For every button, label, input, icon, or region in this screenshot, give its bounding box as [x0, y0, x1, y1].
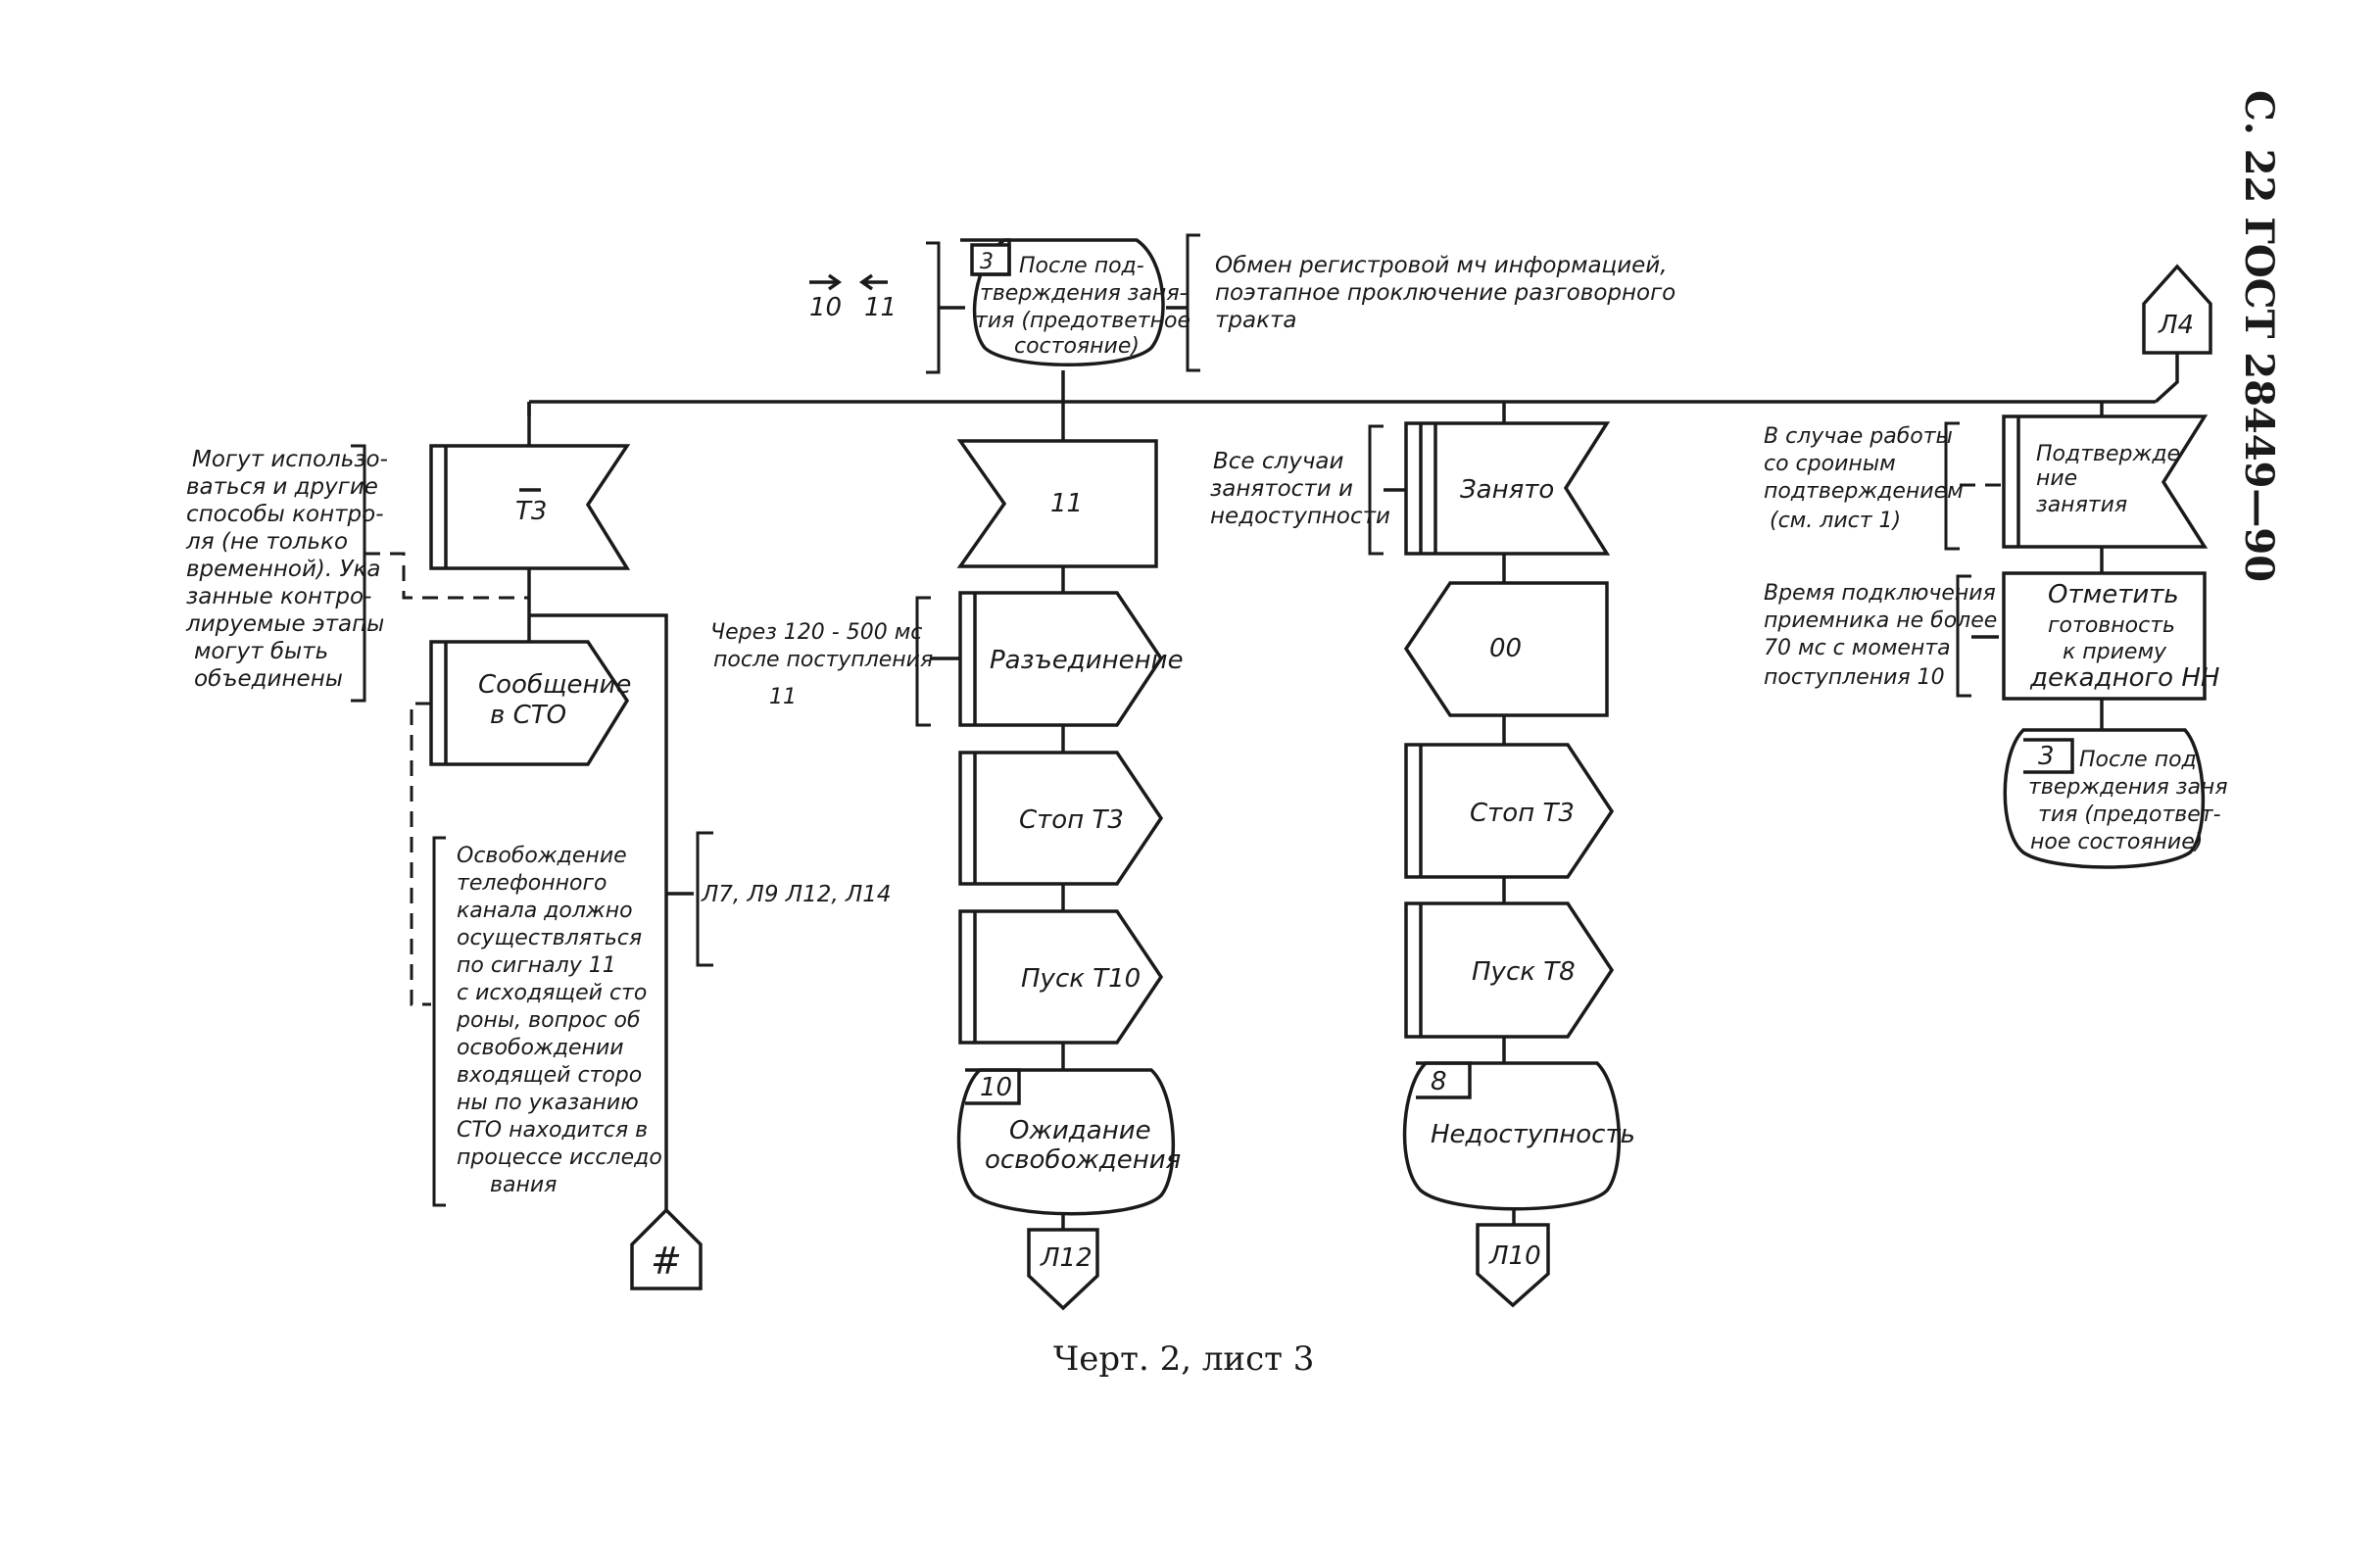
col2-comment-3: 11 [769, 685, 797, 709]
col4-comment-task-4: поступления 10 [1764, 665, 1945, 690]
top-comment-line-3: тракта [1215, 308, 1296, 333]
column-4: В случае работы со сроиным подтверждение… [1764, 402, 2228, 869]
col1-comment-left-4: ля (не только [185, 529, 348, 555]
col2-comment-1: Через 120 - 500 мс [710, 620, 922, 645]
col3-input-label: Занято [1460, 475, 1554, 505]
col3-output-2: Пуск Т8 [1472, 957, 1576, 987]
col3-comment-2: занятости и [1210, 476, 1353, 502]
col4-comment-top-2: со сроиным [1764, 452, 1896, 476]
start-state-line-1: После под- [1019, 254, 1144, 278]
col1-comment-bottom-3: канала должно [457, 899, 633, 923]
col1-comment-bottom-1: Освобождение [457, 844, 627, 868]
col2-output-2: Стоп Т3 [1019, 805, 1124, 835]
col2-input-label: 11 [1050, 489, 1083, 518]
col2-comment-2: после поступления [713, 648, 933, 672]
start-state-line-3: тия (предответное [975, 309, 1190, 333]
col1-comment-bottom-12: процессе исследо [457, 1145, 662, 1170]
column-1: T3 Сообщение в СТО # Могут использо- ват… [185, 402, 892, 1290]
column-2: 11 Через 120 - 500 мс после поступления … [710, 402, 1184, 1311]
col1-comment-bottom-8: освобождении [457, 1036, 624, 1060]
col4-comment-task-2: приемника не более [1764, 608, 1997, 633]
col3-output-left: 00 [1489, 634, 1522, 663]
col2-connector [1027, 1228, 1099, 1311]
col4-task-line-1: Отметить [2048, 580, 2179, 609]
figure-caption: Черт. 2, лист 3 [1053, 1339, 1314, 1379]
col1-output-line-2: в СТО [490, 701, 566, 730]
col3-connector-label: Л10 [1488, 1241, 1541, 1271]
col3-comment-3: недоступности [1210, 504, 1390, 529]
top-signals: 10 11 [809, 241, 965, 374]
col2-state-line-1: Ожидание [1009, 1116, 1151, 1145]
col4-input-line-1: Подтвержде [2036, 442, 2180, 466]
top-comment-line-2: поэтапное проключение разговорного [1215, 280, 1676, 306]
col2-connector-label: Л12 [1040, 1243, 1093, 1273]
col1-comment-bottom-4: осуществляться [457, 926, 642, 950]
col1-comment-bottom-13: вания [490, 1173, 557, 1197]
col1-comment-bottom-9: входящей сторо [457, 1063, 642, 1088]
col2-state-line-2: освобождения [985, 1145, 1181, 1175]
col1-comment-bottom-2: телефонного [457, 871, 607, 896]
col1-terminal-label: # [651, 1240, 682, 1283]
col4-state-number: 3 [2038, 742, 2055, 771]
connector-l4: Л4 [2142, 264, 2212, 404]
col4-state-line-4: ное состояние) [2030, 830, 2203, 854]
col1-comment-left-3: способы контро- [186, 502, 384, 527]
col1-comment-left-7: лируемые этапы [185, 611, 384, 637]
col1-comment-left-9: объединены [194, 666, 343, 692]
col1-comment-left-8: могут быть [194, 639, 328, 664]
col2-output-1: Разъединение [990, 646, 1184, 675]
col1-comment-bottom-6: с исходящей сто [457, 981, 647, 1005]
connector-l4-label: Л4 [2158, 311, 2194, 340]
col4-task-line-2: готовность [2048, 613, 2175, 638]
col4-task-line-4: декадного НН [2029, 663, 2219, 693]
main-bus [527, 370, 2156, 416]
col4-input-line-2: ние [2036, 466, 2077, 491]
signal-10: 10 [809, 293, 842, 322]
col3-state-label: Недоступность [1431, 1120, 1635, 1149]
col4-comment-task-3: 70 мс с момента [1764, 636, 1951, 660]
col1-reference: Л7, Л9 Л12, Л14 [701, 882, 892, 907]
col4-comment-top-3: подтверждением [1764, 479, 1964, 504]
col1-comment-bottom-11: СТО находится в [457, 1118, 648, 1143]
col1-input-label: T3 [515, 497, 547, 526]
col4-state-line-1: После под [2079, 748, 2197, 772]
col4-comment-top-1: В случае работы [1764, 424, 1953, 449]
col1-terminal-connector [630, 1207, 703, 1290]
col2-output-3: Пуск Т10 [1021, 964, 1141, 994]
col4-state-line-2: тверждения заня [2028, 775, 2228, 800]
column-3: Все случаи занятости и недоступности Зан… [1210, 402, 1635, 1308]
signal-11: 11 [864, 293, 897, 322]
col4-input-line-3: занятия [2036, 493, 2127, 517]
start-state: 3 После под- тверждения заня- тия (предо… [960, 238, 1190, 366]
col2-state-number: 10 [980, 1073, 1012, 1102]
col3-connector [1476, 1223, 1550, 1308]
top-comment: Обмен регистровой мч информацией, поэтап… [1166, 233, 1676, 372]
col3-state-number: 8 [1431, 1067, 1447, 1096]
col1-comment-left-1: Могут использо- [192, 447, 388, 472]
col1-comment-left-5: временной). Ука [186, 557, 381, 582]
start-state-number: 3 [980, 250, 994, 274]
col4-comment-top-4: (см. лист 1) [1770, 509, 1901, 533]
col1-comment-bottom-10: ны по указанию [457, 1091, 639, 1115]
col1-comment-bottom-7: роны, вопрос об [456, 1008, 641, 1033]
col1-comment-left-2: ваться и другие [186, 474, 378, 500]
col4-task-line-3: к приему [2063, 640, 2167, 664]
col4-comment-task-1: Время подключения [1764, 581, 1996, 606]
col3-output-1: Стоп Т3 [1470, 799, 1575, 828]
start-state-line-4: состояние) [1014, 334, 1140, 359]
page-header: С. 22 ГОСТ 28449—90 [2236, 90, 2282, 582]
col1-comment-bottom-5: по сигналу 11 [457, 953, 616, 978]
col1-comment-left-6: занные контро- [186, 584, 371, 609]
col1-output-line-1: Сообщение [478, 670, 631, 700]
top-comment-line-1: Обмен регистровой мч информацией, [1215, 253, 1668, 278]
col4-state-line-3: тия (предответ- [2038, 803, 2221, 827]
col3-comment-1: Все случаи [1213, 449, 1344, 474]
start-state-line-2: тверждения заня- [980, 281, 1188, 306]
